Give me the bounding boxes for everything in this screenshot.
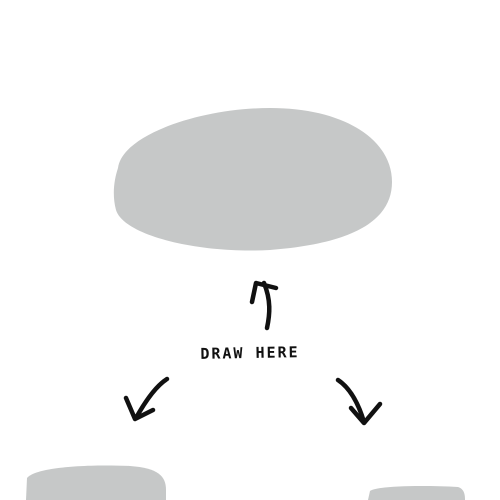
arrow-up-icon — [249, 280, 279, 331]
draw-here-label: DRAW HERE — [200, 343, 300, 363]
bottom-left-drop-zone[interactable] — [26, 465, 166, 500]
top-drop-zone[interactable] — [113, 108, 393, 251]
bottom-right-drop-zone[interactable] — [368, 486, 465, 500]
arrow-down-right-icon — [335, 377, 383, 426]
arrow-down-left-icon — [123, 376, 170, 422]
